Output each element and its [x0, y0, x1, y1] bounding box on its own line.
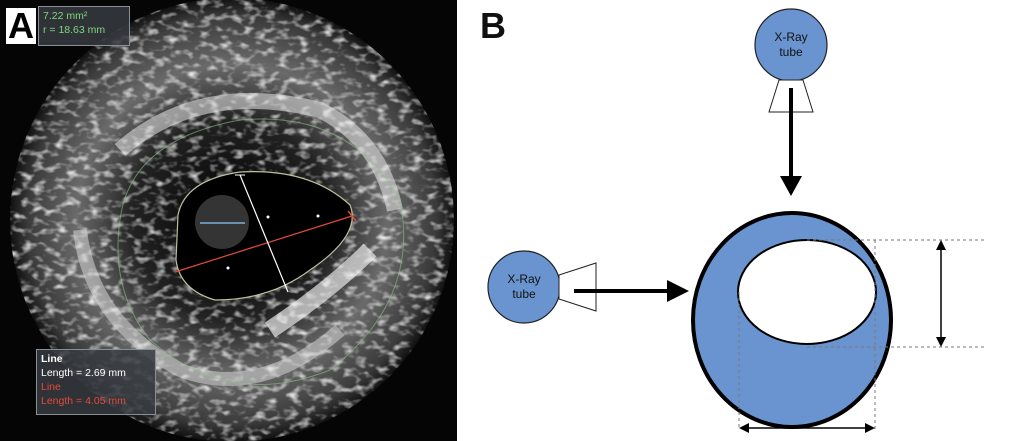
line-measurement-box: Line Length = 2.69 mm Line Length = 4.05… [36, 349, 156, 415]
xray-schematic-panel: X-Ray tube X-Ray tube [457, 0, 1036, 441]
xray-schematic [487, 8, 987, 433]
panel-label-b: B [480, 5, 506, 46]
line-title: Line [41, 353, 63, 365]
diameter-line-white [239, 174, 289, 293]
area-value: 7.22 mm² [43, 10, 88, 22]
line-2-title: Line [41, 381, 61, 393]
diameter-line-red [174, 215, 353, 273]
panel-label-a: A [6, 5, 36, 46]
catheter [195, 195, 249, 249]
xray-tube-left-label: X-Ray tube [494, 272, 554, 302]
ivus-image-panel: 7.22 mm² r = 18.63 mm Line Length = 2.69… [0, 0, 457, 441]
xray-tube-top-label: X-Ray tube [761, 30, 821, 60]
collimator-left [558, 262, 597, 312]
radius-value: r = 18.63 mm [43, 24, 106, 36]
tube-top-line2: tube [779, 45, 803, 59]
tube-left-line1: X-Ray [507, 272, 541, 286]
tube-left-line2: tube [512, 287, 536, 301]
tube-top-line1: X-Ray [774, 30, 808, 44]
length-1: Length = 2.69 mm [41, 367, 126, 379]
length-2: Length = 4.05 mm [41, 395, 126, 407]
area-measurement-box: 7.22 mm² r = 18.63 mm [38, 6, 130, 46]
vessel-lumen [737, 239, 877, 345]
vessel-contour [117, 118, 405, 385]
ivus-image [10, 0, 454, 441]
